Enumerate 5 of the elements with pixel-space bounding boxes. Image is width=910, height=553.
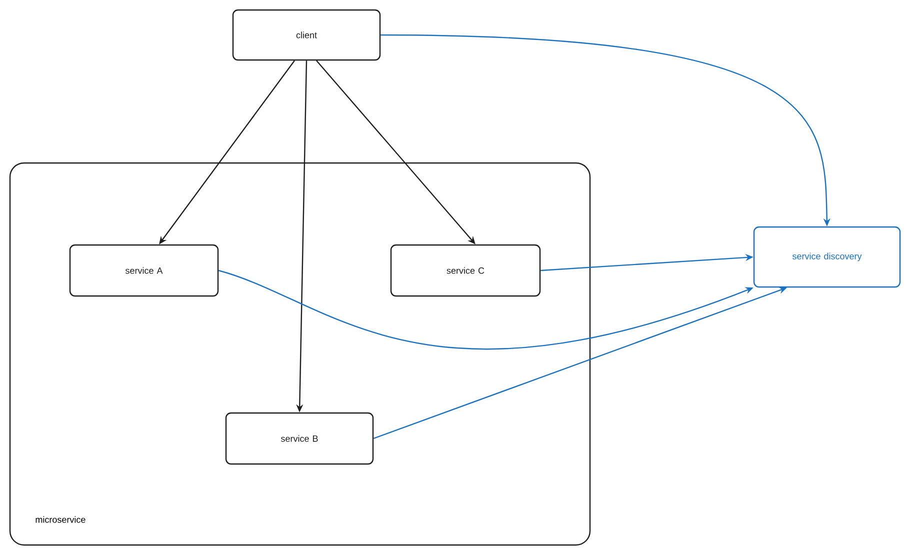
service-box: service A	[69, 244, 219, 297]
service-box: service discovery	[753, 226, 901, 288]
service-box: service B	[225, 412, 374, 465]
client-box: client	[232, 9, 381, 61]
service-box: service C	[390, 244, 541, 297]
